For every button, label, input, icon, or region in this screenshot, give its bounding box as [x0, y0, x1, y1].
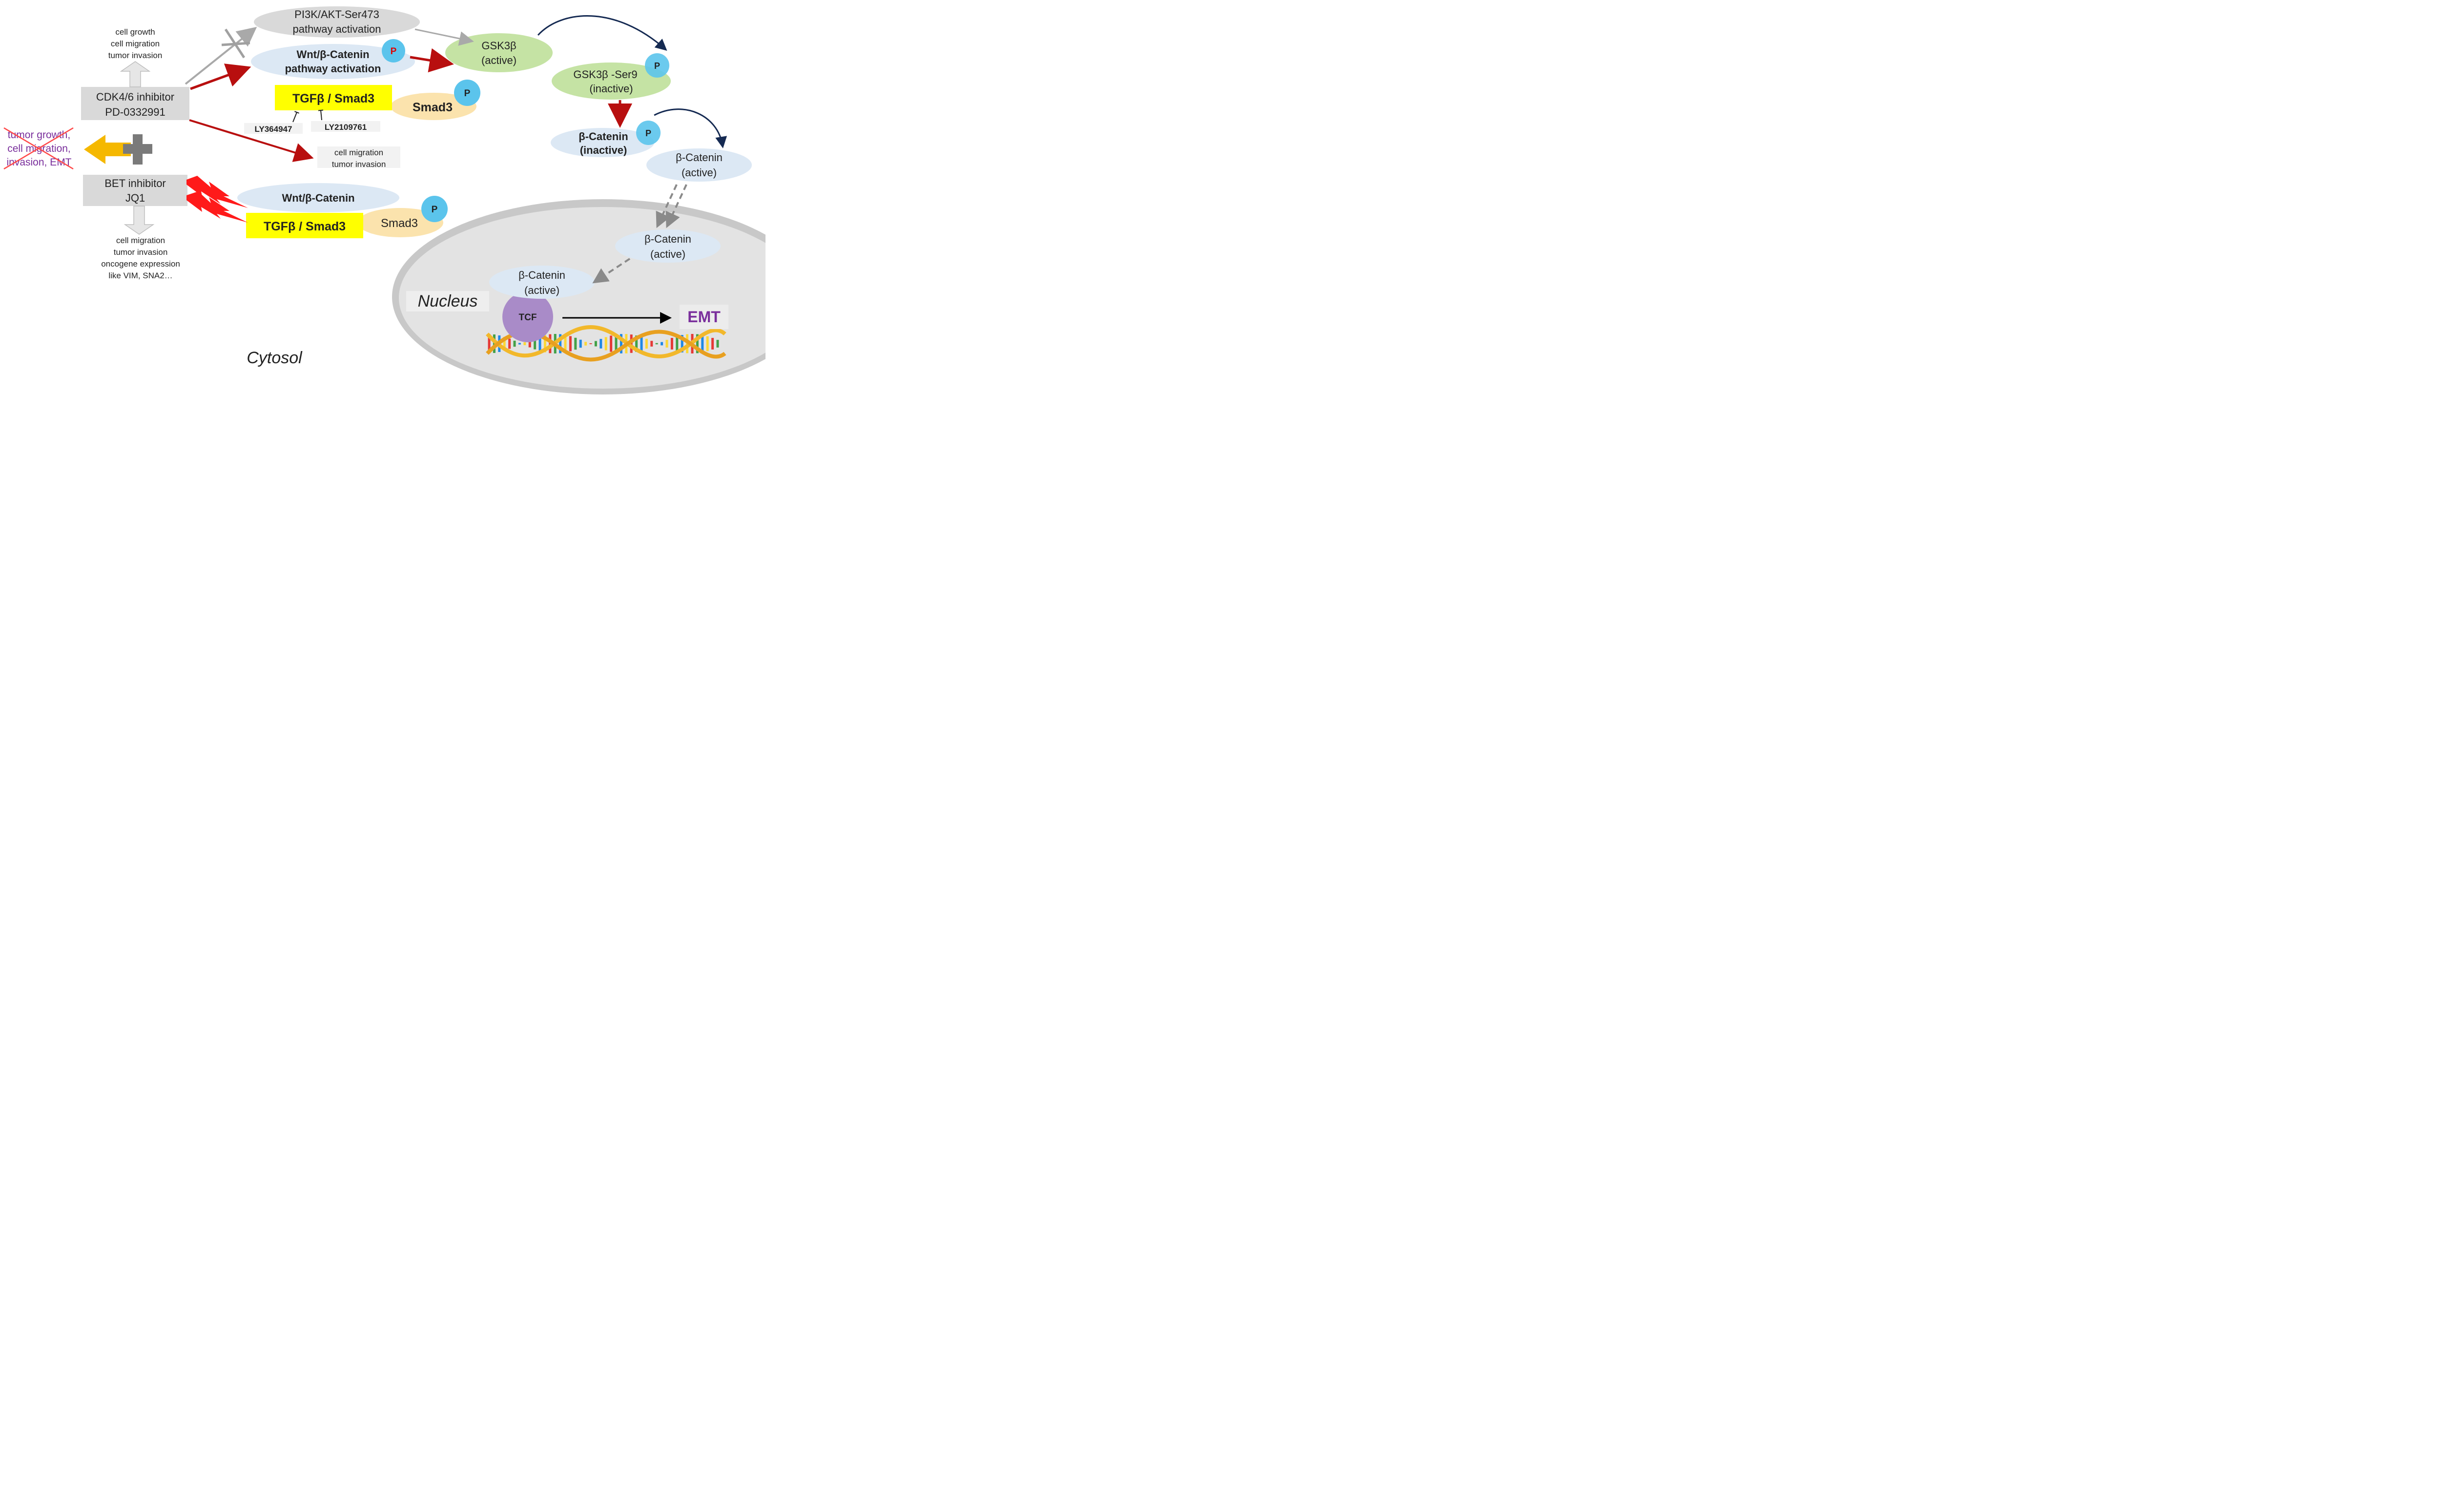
phospho-icon: [421, 196, 448, 222]
cross-out-icon: [3, 127, 74, 170]
nuclear-entry-arrow: [592, 258, 631, 284]
beta-catenin-active-label-2: (active): [682, 166, 717, 179]
phospho-icon: [382, 39, 405, 62]
translocation-arrow-2: [665, 184, 687, 228]
phospho-icon: [636, 121, 661, 145]
tcf-protein: [502, 291, 553, 342]
gsk3b-inactive-node: [552, 62, 671, 100]
ly364947-label: LY364947: [255, 124, 292, 134]
gsk3b-active-label: GSK3β: [481, 40, 516, 52]
phospho-label: P: [645, 128, 651, 138]
phospho-icon: [454, 80, 480, 106]
ly2109761-inhibition: [318, 109, 324, 121]
beta-catenin-translocating-node: [615, 229, 721, 263]
beta-catenin-active-node: [646, 148, 752, 182]
bet-inhibitor-label-2: JQ1: [125, 192, 145, 204]
lightning-bolt-icon: [186, 176, 248, 208]
bet-inhibitor-label: BET inhibitor: [104, 177, 166, 189]
beta-catenin-nuclear-label: β-Catenin: [518, 269, 565, 281]
cdk-to-migration-arrow: [189, 119, 314, 162]
cdk46-inhibitor-label-2: PD-0332991: [105, 106, 165, 118]
cdk-lower-effect-box: [317, 146, 400, 168]
ly2109761-label: LY2109761: [325, 123, 367, 132]
cdk-upregulation-arrow: [120, 61, 151, 87]
bet-effect-2: tumor invasion: [114, 248, 168, 257]
beta-catenin-translocating-label-2: (active): [650, 248, 685, 260]
smad3-top-node: [391, 93, 476, 120]
gsk3b-inactive-label: GSK3β -Ser9: [573, 68, 637, 81]
wnt-to-gsk3b-arrow: [410, 48, 454, 73]
gsk3b-inactive-label-2: (inactive): [589, 83, 633, 95]
wnt-activation-label-2: pathway activation: [285, 62, 381, 75]
nucleus-label-box: [406, 291, 489, 311]
pi3k-akt-node: [254, 6, 420, 38]
smad3-bottom-node: [357, 208, 443, 237]
beta-catenin-inactive-label: β-Catenin: [579, 130, 628, 143]
cdk-lower-effect-2: tumor invasion: [332, 160, 386, 169]
beta-catenin-inactive-node: [551, 128, 654, 157]
smad3-top-label: Smad3: [413, 101, 453, 114]
gsk3b-active-label-2: (active): [481, 54, 517, 66]
wnt-activation-label: Wnt/β-Catenin: [296, 48, 369, 61]
ly364947-box: [244, 123, 303, 134]
cdk-effect-2: cell migration: [111, 39, 160, 48]
wnt-bottom-node: [237, 183, 399, 212]
combined-effect-arrow: [84, 135, 131, 164]
pathway-diagram: Nucleus Cytosol TCF EMT PI3K/AKT-Ser473 …: [0, 0, 814, 401]
cdk-effect-1: cell growth: [115, 27, 155, 37]
cdk-to-pi3k-arrow: [185, 27, 257, 85]
beta-catenin-activation-arrow: [654, 108, 727, 148]
lightning-bolt-icon: [186, 191, 248, 223]
bet-effect-3: oncogene expression: [101, 259, 180, 269]
translocation-arrow-1: [656, 184, 678, 228]
beta-catenin-inactive-label-2: (inactive): [580, 144, 627, 156]
bet-effect-4: like VIM, SNA2…: [108, 271, 172, 280]
blocked-cross-icon: [221, 28, 250, 59]
pi3k-to-gsk3b-arrow: [414, 28, 474, 46]
crossed-effect-1: tumor growth,: [8, 129, 70, 141]
wnt-activation-node: [251, 44, 415, 79]
smad3-bottom-label: Smad3: [381, 217, 418, 230]
cdk46-inhibitor-label: CDK4/6 inhibitor: [96, 91, 174, 103]
beta-catenin-active-label: β-Catenin: [676, 151, 723, 164]
phospho-label: P: [654, 61, 660, 71]
ly2109761-box: [311, 121, 380, 132]
diagram-canvas: Nucleus Cytosol TCF EMT PI3K/AKT-Ser473 …: [3, 6, 814, 394]
emt-label-box: [680, 305, 728, 329]
pi3k-akt-label: PI3K/AKT-Ser473: [294, 8, 379, 21]
beta-catenin-nuclear-label-2: (active): [524, 284, 559, 296]
cdk-to-wnt-arrow: [190, 63, 251, 90]
bet-inhibitor-box: [83, 175, 187, 206]
tgfb-smad3-top-box: [275, 85, 392, 110]
cdk-effect-3: tumor invasion: [108, 51, 163, 60]
bet-downregulation-arrow: [124, 206, 155, 235]
emt-label: EMT: [687, 308, 721, 326]
tcf-label: TCF: [519, 312, 537, 323]
cdk46-inhibitor-box: [81, 87, 189, 120]
beta-catenin-nuclear-node: [489, 266, 595, 299]
combination-plus-icon: [123, 134, 152, 165]
tgfb-smad3-bottom-label: TGFβ / Smad3: [264, 220, 346, 233]
phospho-label: P: [432, 205, 438, 215]
bet-effect-1: cell migration: [116, 236, 165, 245]
gsk3b-phosphorylation-arrow: [537, 15, 667, 51]
ly364947-inhibition: [292, 111, 300, 123]
phospho-icon: [645, 53, 669, 78]
wnt-bottom-label: Wnt/β-Catenin: [282, 192, 354, 204]
cdk-lower-effect-1: cell migration: [334, 148, 383, 157]
crossed-effect-3: invasion, EMT: [6, 157, 71, 168]
phospho-label: P: [464, 88, 471, 99]
beta-catenin-translocating-label: β-Catenin: [644, 233, 691, 245]
pi3k-akt-label-2: pathway activation: [293, 23, 381, 35]
phospho-label-red: P: [391, 46, 397, 57]
nucleus-label: Nucleus: [418, 292, 478, 311]
tgfb-smad3-bottom-box: [246, 213, 363, 238]
cytosol-label: Cytosol: [247, 349, 303, 367]
tgfb-smad3-top-label: TGFβ / Smad3: [292, 92, 374, 105]
